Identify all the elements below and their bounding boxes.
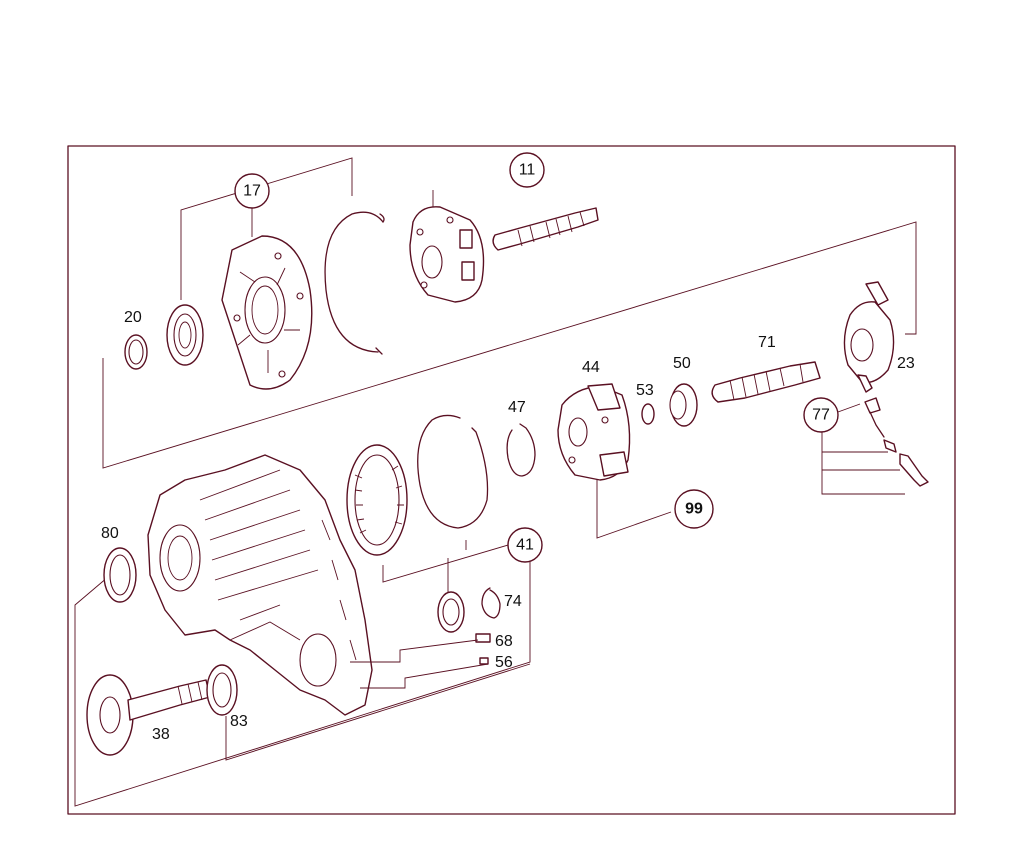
part-38-output-flange (86, 674, 211, 756)
bracket-99 (596, 480, 672, 539)
part-20-ring (124, 334, 148, 370)
svg-text:11: 11 (519, 162, 536, 179)
guide-line-lower (74, 560, 531, 807)
label-68: 68 (495, 633, 513, 650)
part-47-circlip (506, 423, 536, 477)
svg-text:77: 77 (812, 407, 830, 424)
part-11-shaft (492, 207, 599, 251)
part-transfer-case-housing (147, 454, 373, 716)
part-snap-ring-large (324, 211, 384, 355)
label-74: 74 (504, 593, 522, 610)
part-23-housing-cover (843, 281, 895, 393)
label-38: 38 (152, 726, 170, 743)
label-83: 83 (230, 713, 248, 730)
svg-text:17: 17 (243, 183, 261, 200)
part-ring-gear (346, 444, 408, 556)
svg-text:99: 99 (685, 501, 703, 518)
part-80-washer (103, 547, 137, 603)
part-50-bearing (669, 383, 698, 427)
label-53: 53 (636, 382, 654, 399)
part-seal-small (437, 591, 465, 633)
part-56-pin (479, 657, 489, 665)
label-47: 47 (508, 399, 526, 416)
part-71-output-shaft (711, 361, 821, 403)
part-snap-ring-middle (417, 414, 489, 529)
part-77-sensor (864, 397, 929, 487)
part-68-key (475, 633, 491, 643)
part-11-planetary-carrier (409, 206, 485, 303)
part-seal-ring (166, 304, 204, 366)
svg-text:41: 41 (516, 537, 534, 554)
part-83-seal (206, 664, 238, 716)
label-50: 50 (673, 355, 691, 372)
label-80: 80 (101, 525, 119, 542)
callout-99: 99 (674, 489, 714, 529)
label-20: 20 (124, 309, 142, 326)
guide-line-upper (102, 221, 917, 469)
part-44-oil-pump (557, 383, 631, 481)
part-53-o-ring (641, 403, 655, 425)
label-71: 71 (758, 334, 776, 351)
callout-17: 17 (234, 173, 270, 209)
part-74-circlip (481, 587, 501, 619)
label-23: 23 (897, 355, 915, 372)
callout-11: 11 (509, 152, 545, 188)
label-44: 44 (582, 359, 600, 376)
callout-41: 41 (507, 527, 543, 563)
label-56: 56 (495, 654, 513, 671)
diagram-frame (67, 145, 956, 815)
part-17-cover-plate (221, 235, 313, 390)
callout-77: 77 (803, 397, 839, 433)
